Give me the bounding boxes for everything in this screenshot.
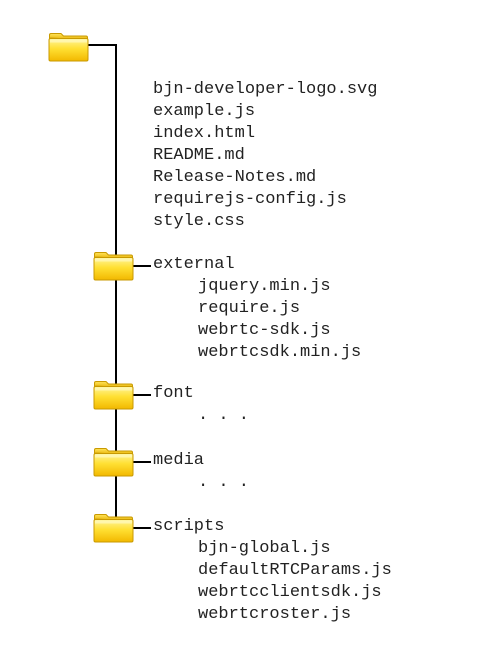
folder-scripts-file-name: webrtcroster.js — [198, 605, 352, 624]
folder-media-connector-line — [133, 461, 151, 463]
folder-scripts-label: scripts — [153, 517, 225, 536]
folder-font-icon — [93, 380, 134, 410]
root-file-name: style.css — [153, 212, 245, 231]
folder-external-file-name: require.js — [198, 299, 301, 318]
folder-scripts-connector-line — [133, 527, 151, 529]
root-file-name: README.md — [153, 146, 245, 165]
root-file-name: bjn-developer-logo.svg — [153, 80, 378, 99]
folder-font-label: font — [153, 384, 194, 403]
root-file-name: Release-Notes.md — [153, 168, 317, 187]
folder-media-file-name: . . . — [198, 473, 250, 492]
root-folder-icon — [48, 32, 89, 62]
folder-external-label: external — [153, 255, 235, 274]
root-file-name: example.js — [153, 102, 256, 121]
root-file-name: index.html — [153, 124, 256, 143]
folder-external-icon — [93, 251, 134, 281]
folder-external-file-name: webrtc-sdk.js — [198, 321, 331, 340]
folder-media-label: media — [153, 451, 205, 470]
folder-font-connector-line — [133, 394, 151, 396]
folder-scripts-file-name: webrtcclientsdk.js — [198, 583, 382, 602]
folder-font-file-name: . . . — [198, 406, 250, 425]
folder-external-file-name: webrtcsdk.min.js — [198, 343, 362, 362]
folder-scripts-file-name: bjn-global.js — [198, 539, 331, 558]
folder-scripts-icon — [93, 513, 134, 543]
root-file-name: requirejs-config.js — [153, 190, 347, 209]
root-connector-line — [88, 44, 117, 46]
folder-scripts-file-name: defaultRTCParams.js — [198, 561, 392, 580]
folder-external-file-name: jquery.min.js — [198, 277, 331, 296]
folder-external-connector-line — [133, 265, 151, 267]
folder-media-icon — [93, 447, 134, 477]
